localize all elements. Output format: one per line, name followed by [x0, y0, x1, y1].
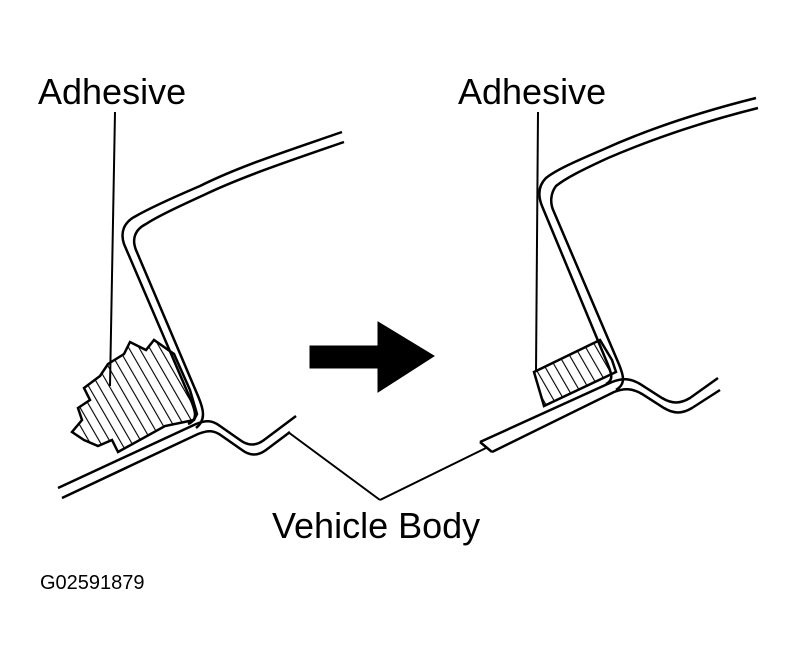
left-panel-before	[57, 111, 345, 500]
left-glass-panel-inner	[132, 140, 345, 429]
right-flange-end-cap	[479, 441, 493, 453]
adhesive-label-left: Adhesive	[38, 71, 187, 112]
left-vehicle-body-flange	[57, 415, 297, 490]
left-adhesive-leader-line	[109, 111, 116, 387]
right-arrow-icon	[309, 321, 435, 393]
vehicle-body-label: Vehicle Body	[272, 505, 481, 546]
right-panel-after	[479, 96, 759, 454]
right-glass-panel-inner	[550, 106, 759, 392]
right-vehicle-body-flange-inner	[491, 388, 721, 454]
right-vehicle-body-flange	[479, 376, 719, 444]
figure-id: G02591879	[40, 572, 145, 594]
vehicle-body-leader-lines	[287, 431, 487, 501]
left-vehicle-body-flange-inner	[61, 430, 291, 500]
right-adhesive-leader-line	[535, 111, 539, 373]
left-adhesive-bead	[70, 338, 199, 454]
adhesive-label-right: Adhesive	[458, 71, 607, 112]
